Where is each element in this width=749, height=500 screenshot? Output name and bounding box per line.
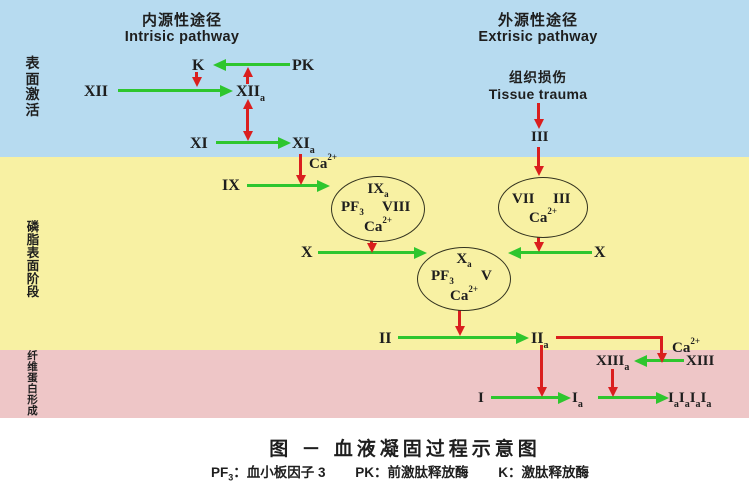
- node-iii: III: [531, 129, 549, 145]
- extrinsic-pathway-header: 外源性途径 Extrisic pathway: [453, 12, 623, 46]
- surface-activation-band: [0, 0, 749, 157]
- stage-label-surface-activation: 表面激活: [25, 55, 40, 118]
- node-xiia: XIIa: [236, 83, 266, 105]
- tissue-trauma-en: Tissue trauma: [488, 85, 588, 102]
- intrinsic-pathway-header: 内源性途径 Intrisic pathway: [97, 12, 267, 46]
- circle-extrinsic-tenase: VII III Ca2+: [498, 177, 588, 238]
- arrow-xi-to-xia: [216, 136, 291, 149]
- complex-pf3: PF3: [341, 199, 364, 217]
- arrow-xia-down: [295, 154, 306, 185]
- node-pk: PK: [292, 57, 315, 74]
- circle-prothrombinase: Xa PF3 V Ca2+: [417, 247, 511, 311]
- node-xii: XII: [84, 83, 109, 100]
- arrow-xiia-xi-double: [242, 99, 253, 141]
- node-ix: IX: [222, 177, 240, 194]
- arrow-trauma-down: [533, 103, 544, 129]
- complex-ca: Ca2+: [529, 206, 557, 226]
- tissue-trauma-label: 组织损伤 Tissue trauma: [453, 70, 623, 102]
- stage-label-phospholipid-surface: 磷脂表面阶段: [26, 220, 40, 299]
- node-ia: Ia: [572, 390, 583, 410]
- node-x-right: X: [594, 244, 606, 261]
- label-ca2plus-xiii: Ca2+: [672, 336, 700, 357]
- stage-label-fibrin-formation: 纤维蛋白形成: [27, 350, 38, 417]
- legend-pf3: PF3：血小板因子 3: [210, 465, 326, 483]
- tissue-trauma-zh: 组织损伤: [509, 70, 567, 85]
- arrow-pk-to-k: [213, 58, 290, 71]
- arrow-iii-down: [533, 147, 544, 176]
- label-ca2plus-xia: Ca2+: [309, 152, 337, 173]
- intrinsic-header-zh: 内源性途径: [141, 12, 222, 29]
- complex-iii: III: [553, 191, 571, 207]
- arrow-i-to-ia: [491, 391, 571, 404]
- intrinsic-header-en: Intrisic pathway: [124, 29, 240, 46]
- fibrin-formation-band: [0, 350, 749, 418]
- arrow-complex1-down: [366, 241, 377, 253]
- node-xiii: XIII: [686, 353, 715, 369]
- node-xiiia: XIIIa: [596, 353, 630, 373]
- node-xi: XI: [190, 135, 208, 152]
- circle-intrinsic-tenase: IXa PF3 VIII Ca2+: [331, 176, 425, 242]
- arrow-xiiia-down: [607, 369, 618, 397]
- node-ii: II: [379, 330, 392, 347]
- extrinsic-header-en: Extrisic pathway: [478, 29, 598, 46]
- arrow-complex2-down: [533, 237, 544, 252]
- extrinsic-header-zh: 外源性途径: [497, 12, 578, 29]
- node-x-left: X: [301, 244, 313, 261]
- complex-ca: Ca2+: [364, 215, 392, 235]
- complex-ixa: IXa: [367, 181, 389, 199]
- node-xia: XIa: [292, 135, 315, 157]
- complex-pf3: PF3: [431, 268, 454, 286]
- arrow-k-down: [191, 72, 202, 87]
- arrow-iia-down: [536, 345, 547, 397]
- complex-xa: Xa: [456, 251, 472, 269]
- node-i: I: [478, 390, 484, 406]
- arrow-xii-to-xiia: [118, 84, 233, 97]
- arrow-complex3-down: [454, 310, 465, 336]
- figure-legend: PF3：血小板因子 3 PK：前激肽释放酶 K：激肽释放酶: [90, 461, 710, 483]
- arrow-x-right-to-xa: [508, 246, 592, 259]
- complex-vii: VII: [512, 191, 535, 207]
- arrow-ia-to-polymer: [598, 391, 669, 404]
- arrow-xiia-up-to-pk: [242, 67, 253, 84]
- figure-caption: 图 － 血液凝固过程示意图: [269, 439, 541, 460]
- node-k: K: [192, 57, 205, 74]
- arrow-iia-elbow-to-xiii: [556, 336, 667, 363]
- complex-viii: VIII: [382, 199, 411, 215]
- complex-v: V: [481, 268, 492, 284]
- legend-k: K：激肽释放酶: [498, 465, 590, 480]
- arrow-ix-to-complex: [247, 179, 330, 192]
- legend-pk: PK：前激肽释放酶: [355, 465, 469, 480]
- node-fibrin-polymer: IaIaIaIa: [668, 390, 712, 410]
- complex-ca: Ca2+: [450, 284, 478, 304]
- arrow-ii-to-iia: [398, 331, 529, 344]
- node-iia: IIa: [531, 330, 549, 352]
